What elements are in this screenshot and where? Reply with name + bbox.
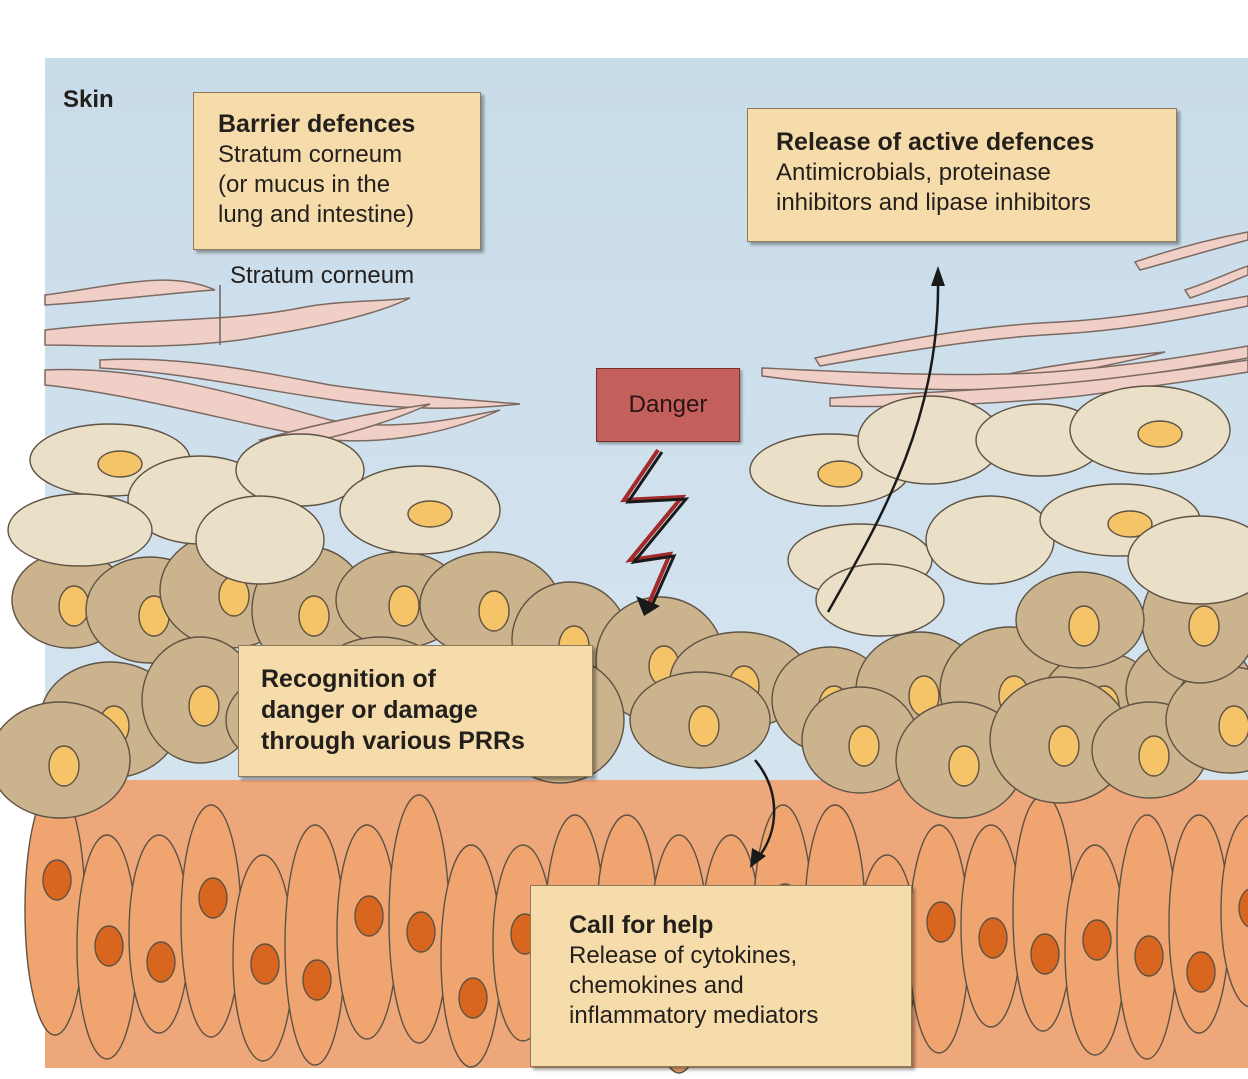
basal-nucleus [355, 896, 383, 936]
basal-nucleus [303, 960, 331, 1000]
active-defences-line: Antimicrobials, proteinase [776, 158, 1176, 188]
basal-cell [129, 835, 189, 1033]
stratum-corneum-label: Stratum corneum [230, 262, 414, 290]
barrier-defences-line: (or mucus in the [218, 170, 480, 200]
skin-label: Skin [63, 86, 114, 114]
basal-nucleus [251, 944, 279, 984]
spinous-nucleus [299, 596, 329, 636]
basal-nucleus [199, 878, 227, 918]
call-for-help-line: inflammatory mediators [569, 1001, 911, 1031]
basal-cell [1013, 795, 1073, 1031]
barrier-defences-line: Stratum corneum [218, 140, 480, 170]
spinous-nucleus [389, 586, 419, 626]
call-for-help-line: Release of cytokines, [569, 941, 911, 971]
barrier-defences-box: Barrier defences Stratum corneum (or muc… [193, 92, 481, 250]
basal-nucleus [1135, 936, 1163, 976]
basal-nucleus [43, 860, 71, 900]
call-for-help-title: Call for help [569, 910, 911, 941]
basal-nucleus [407, 912, 435, 952]
basal-nucleus [1031, 934, 1059, 974]
recognition-line: danger or damage [261, 695, 592, 726]
active-defences-title: Release of active defences [776, 127, 1176, 158]
spinous-nucleus [849, 726, 879, 766]
danger-box: Danger [596, 368, 740, 442]
spinous-nucleus [1139, 736, 1169, 776]
call-for-help-box: Call for help Release of cytokines, chem… [530, 885, 912, 1067]
basal-cell [285, 825, 345, 1065]
recognition-line: through various PRRs [261, 726, 592, 757]
basal-nucleus [147, 942, 175, 982]
basal-cell [25, 785, 85, 1035]
basal-cell [441, 845, 501, 1067]
granular-nucleus [818, 461, 862, 487]
spinous-nucleus [59, 586, 89, 626]
recognition-line: Recognition of [261, 664, 592, 695]
granular-cell [926, 496, 1054, 584]
spinous-nucleus [479, 591, 509, 631]
spinous-nucleus [1049, 726, 1079, 766]
spinous-nucleus [49, 746, 79, 786]
granular-nucleus [98, 451, 142, 477]
granular-nucleus [408, 501, 452, 527]
basal-cell [181, 805, 241, 1037]
granular-cell [196, 496, 324, 584]
barrier-defences-line: lung and intestine) [218, 200, 480, 230]
call-for-help-line: chemokines and [569, 971, 911, 1001]
basal-nucleus [1083, 920, 1111, 960]
active-defences-line: inhibitors and lipase inhibitors [776, 188, 1176, 218]
spinous-nucleus [1069, 606, 1099, 646]
active-defences-box: Release of active defences Antimicrobial… [747, 108, 1177, 242]
basal-nucleus [979, 918, 1007, 958]
spinous-nucleus [689, 706, 719, 746]
basal-nucleus [95, 926, 123, 966]
spinous-nucleus [949, 746, 979, 786]
basal-cell [1169, 815, 1229, 1033]
basal-nucleus [927, 902, 955, 942]
spinous-nucleus [189, 686, 219, 726]
granular-nucleus [1138, 421, 1182, 447]
basal-nucleus [459, 978, 487, 1018]
granular-cell [8, 494, 152, 566]
basal-nucleus [1187, 952, 1215, 992]
recognition-box: Recognition of danger or damage through … [238, 645, 593, 777]
spinous-nucleus [1219, 706, 1248, 746]
barrier-defences-title: Barrier defences [218, 109, 480, 140]
spinous-nucleus [1189, 606, 1219, 646]
